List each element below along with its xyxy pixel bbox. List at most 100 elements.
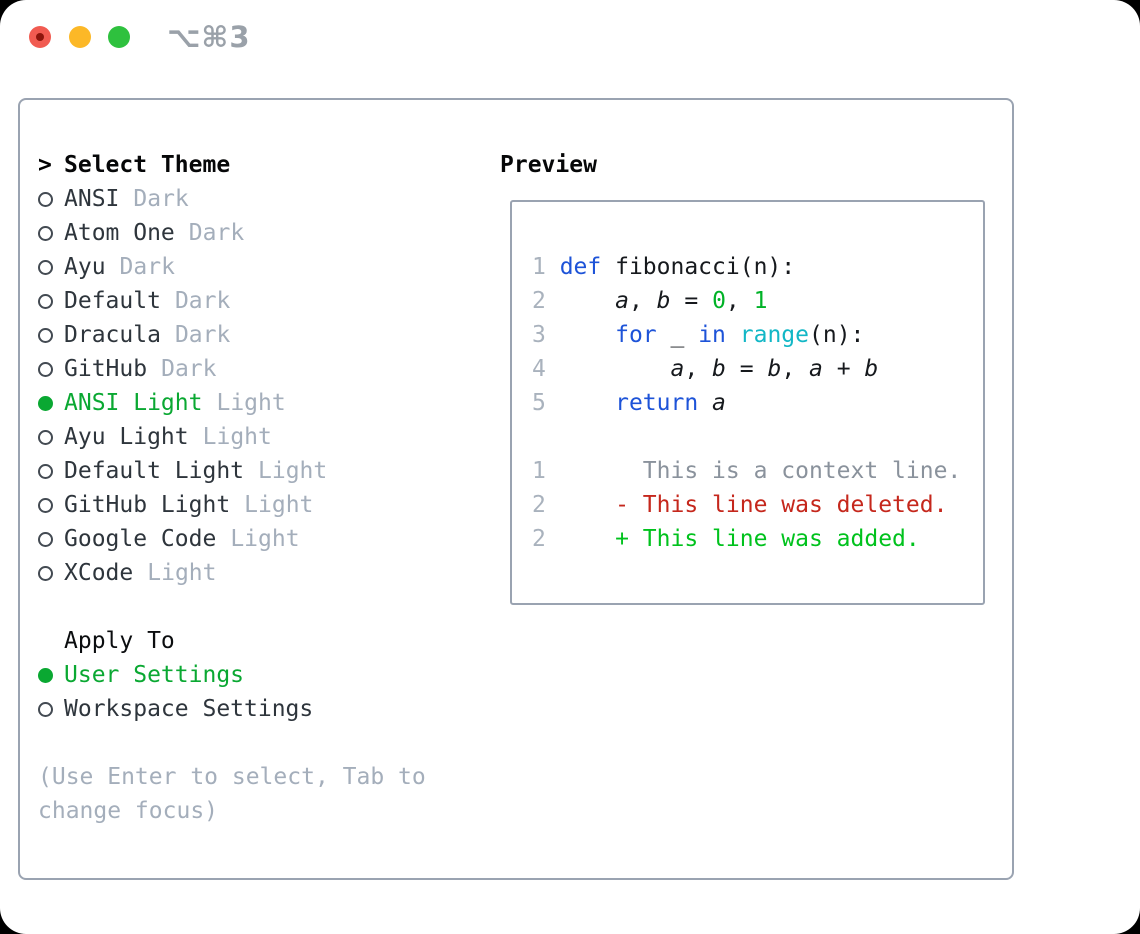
code-token — [560, 288, 615, 314]
keyboard-hint: (Use Enter to select, Tab to change focu… — [38, 764, 426, 824]
code-token: + This line was added. — [559, 526, 920, 552]
code-token: a — [809, 356, 823, 382]
spacer — [38, 726, 474, 760]
code-token: fibonacci(n): — [601, 254, 796, 280]
code-blank-line — [532, 420, 961, 454]
code-line: 2 + This line was added. — [532, 522, 961, 556]
code-line: 2 - This line was deleted. — [532, 488, 961, 522]
code-token: = — [670, 288, 713, 314]
code-token: 0 — [712, 288, 726, 314]
prompt-caret-icon: > — [38, 152, 52, 178]
option-tag: Dark — [174, 322, 231, 348]
option-tag: Light — [244, 492, 314, 518]
option-tag: Dark — [174, 288, 231, 314]
line-number: 1 — [532, 458, 560, 484]
code-token: range — [739, 322, 809, 348]
option-tag: Dark — [119, 254, 175, 280]
radio-icon — [38, 327, 53, 343]
code-token: for — [615, 322, 657, 348]
apply-option[interactable]: Workspace Settings — [38, 692, 474, 726]
theme-option[interactable]: Default Light Light — [38, 454, 474, 488]
option-label: GitHub Light — [64, 492, 231, 518]
window-shortcut-label: ⌥⌘3 — [167, 20, 251, 54]
radio-icon — [38, 259, 53, 275]
radio-icon — [38, 565, 53, 581]
option-label: ANSI Light — [64, 390, 203, 416]
option-tag: Light — [230, 526, 300, 552]
code-token: , — [781, 356, 810, 382]
radio-icon — [38, 463, 53, 479]
code-line: 1 def fibonacci(n): — [532, 250, 961, 284]
zoom-button[interactable] — [108, 26, 130, 48]
option-label: Ayu — [64, 254, 106, 280]
code-token: return — [615, 390, 699, 416]
option-label: XCode — [64, 560, 134, 586]
radio-icon — [38, 531, 53, 547]
radio-icon — [38, 191, 53, 207]
radio-icon — [38, 225, 53, 241]
radio-icon — [38, 361, 53, 377]
theme-option[interactable]: Google Code Light — [38, 522, 474, 556]
line-number: 3 — [532, 322, 560, 348]
preview-title: Preview — [500, 152, 597, 178]
code-token: a — [712, 390, 726, 416]
apply-to-title: Apply To — [64, 628, 175, 654]
option-label: Default Light — [64, 458, 245, 484]
apply-option[interactable]: User Settings — [38, 658, 474, 692]
radio-icon — [38, 497, 53, 513]
option-label: Google Code — [64, 526, 217, 552]
option-label: Atom One — [64, 220, 175, 246]
code-token: a — [670, 356, 685, 382]
code-token: def — [559, 254, 602, 280]
code-token: b — [656, 288, 671, 314]
theme-option[interactable]: Ayu Light Light — [38, 420, 474, 454]
theme-option[interactable]: Ayu Dark — [38, 250, 474, 284]
theme-option[interactable]: Atom One Dark — [38, 216, 474, 250]
code-token: , — [684, 356, 713, 382]
line-number: 1 — [532, 254, 560, 280]
code-token: in — [698, 322, 726, 348]
radio-selected-icon — [38, 395, 53, 411]
line-number: 2 — [532, 526, 560, 552]
option-tag: Light — [258, 458, 328, 484]
code-line: 2 a, b = 0, 1 — [532, 284, 961, 318]
minimize-button[interactable] — [69, 26, 91, 48]
code-token — [560, 390, 615, 416]
code-token: b — [712, 356, 726, 382]
radio-icon — [38, 701, 53, 717]
code-token: (n): — [809, 322, 865, 348]
spacer — [38, 590, 474, 624]
code-token — [560, 356, 671, 382]
code-token: + — [822, 356, 865, 382]
code-token — [698, 390, 712, 416]
close-button[interactable] — [29, 26, 51, 48]
option-label: Default — [64, 288, 161, 314]
code-token: , — [628, 288, 657, 314]
code-token — [560, 322, 615, 348]
line-number: 2 — [532, 288, 560, 314]
radio-selected-icon — [38, 667, 53, 683]
code-token: = — [725, 356, 768, 382]
option-tag: Dark — [133, 186, 189, 212]
option-tag: Light — [202, 424, 272, 450]
theme-option[interactable]: ANSI Light Light — [38, 386, 474, 420]
option-tag: Light — [216, 390, 286, 416]
option-tag: Dark — [188, 220, 245, 246]
code-token: This is a context line. — [559, 458, 962, 484]
option-label: Ayu Light — [64, 424, 189, 450]
line-number: 2 — [532, 492, 560, 518]
theme-option[interactable]: Default Dark — [38, 284, 474, 318]
apply-to-header: Apply To — [38, 624, 474, 658]
line-number: 4 — [532, 356, 560, 382]
code-token — [726, 322, 740, 348]
theme-option[interactable]: GitHub Light Light — [38, 488, 474, 522]
